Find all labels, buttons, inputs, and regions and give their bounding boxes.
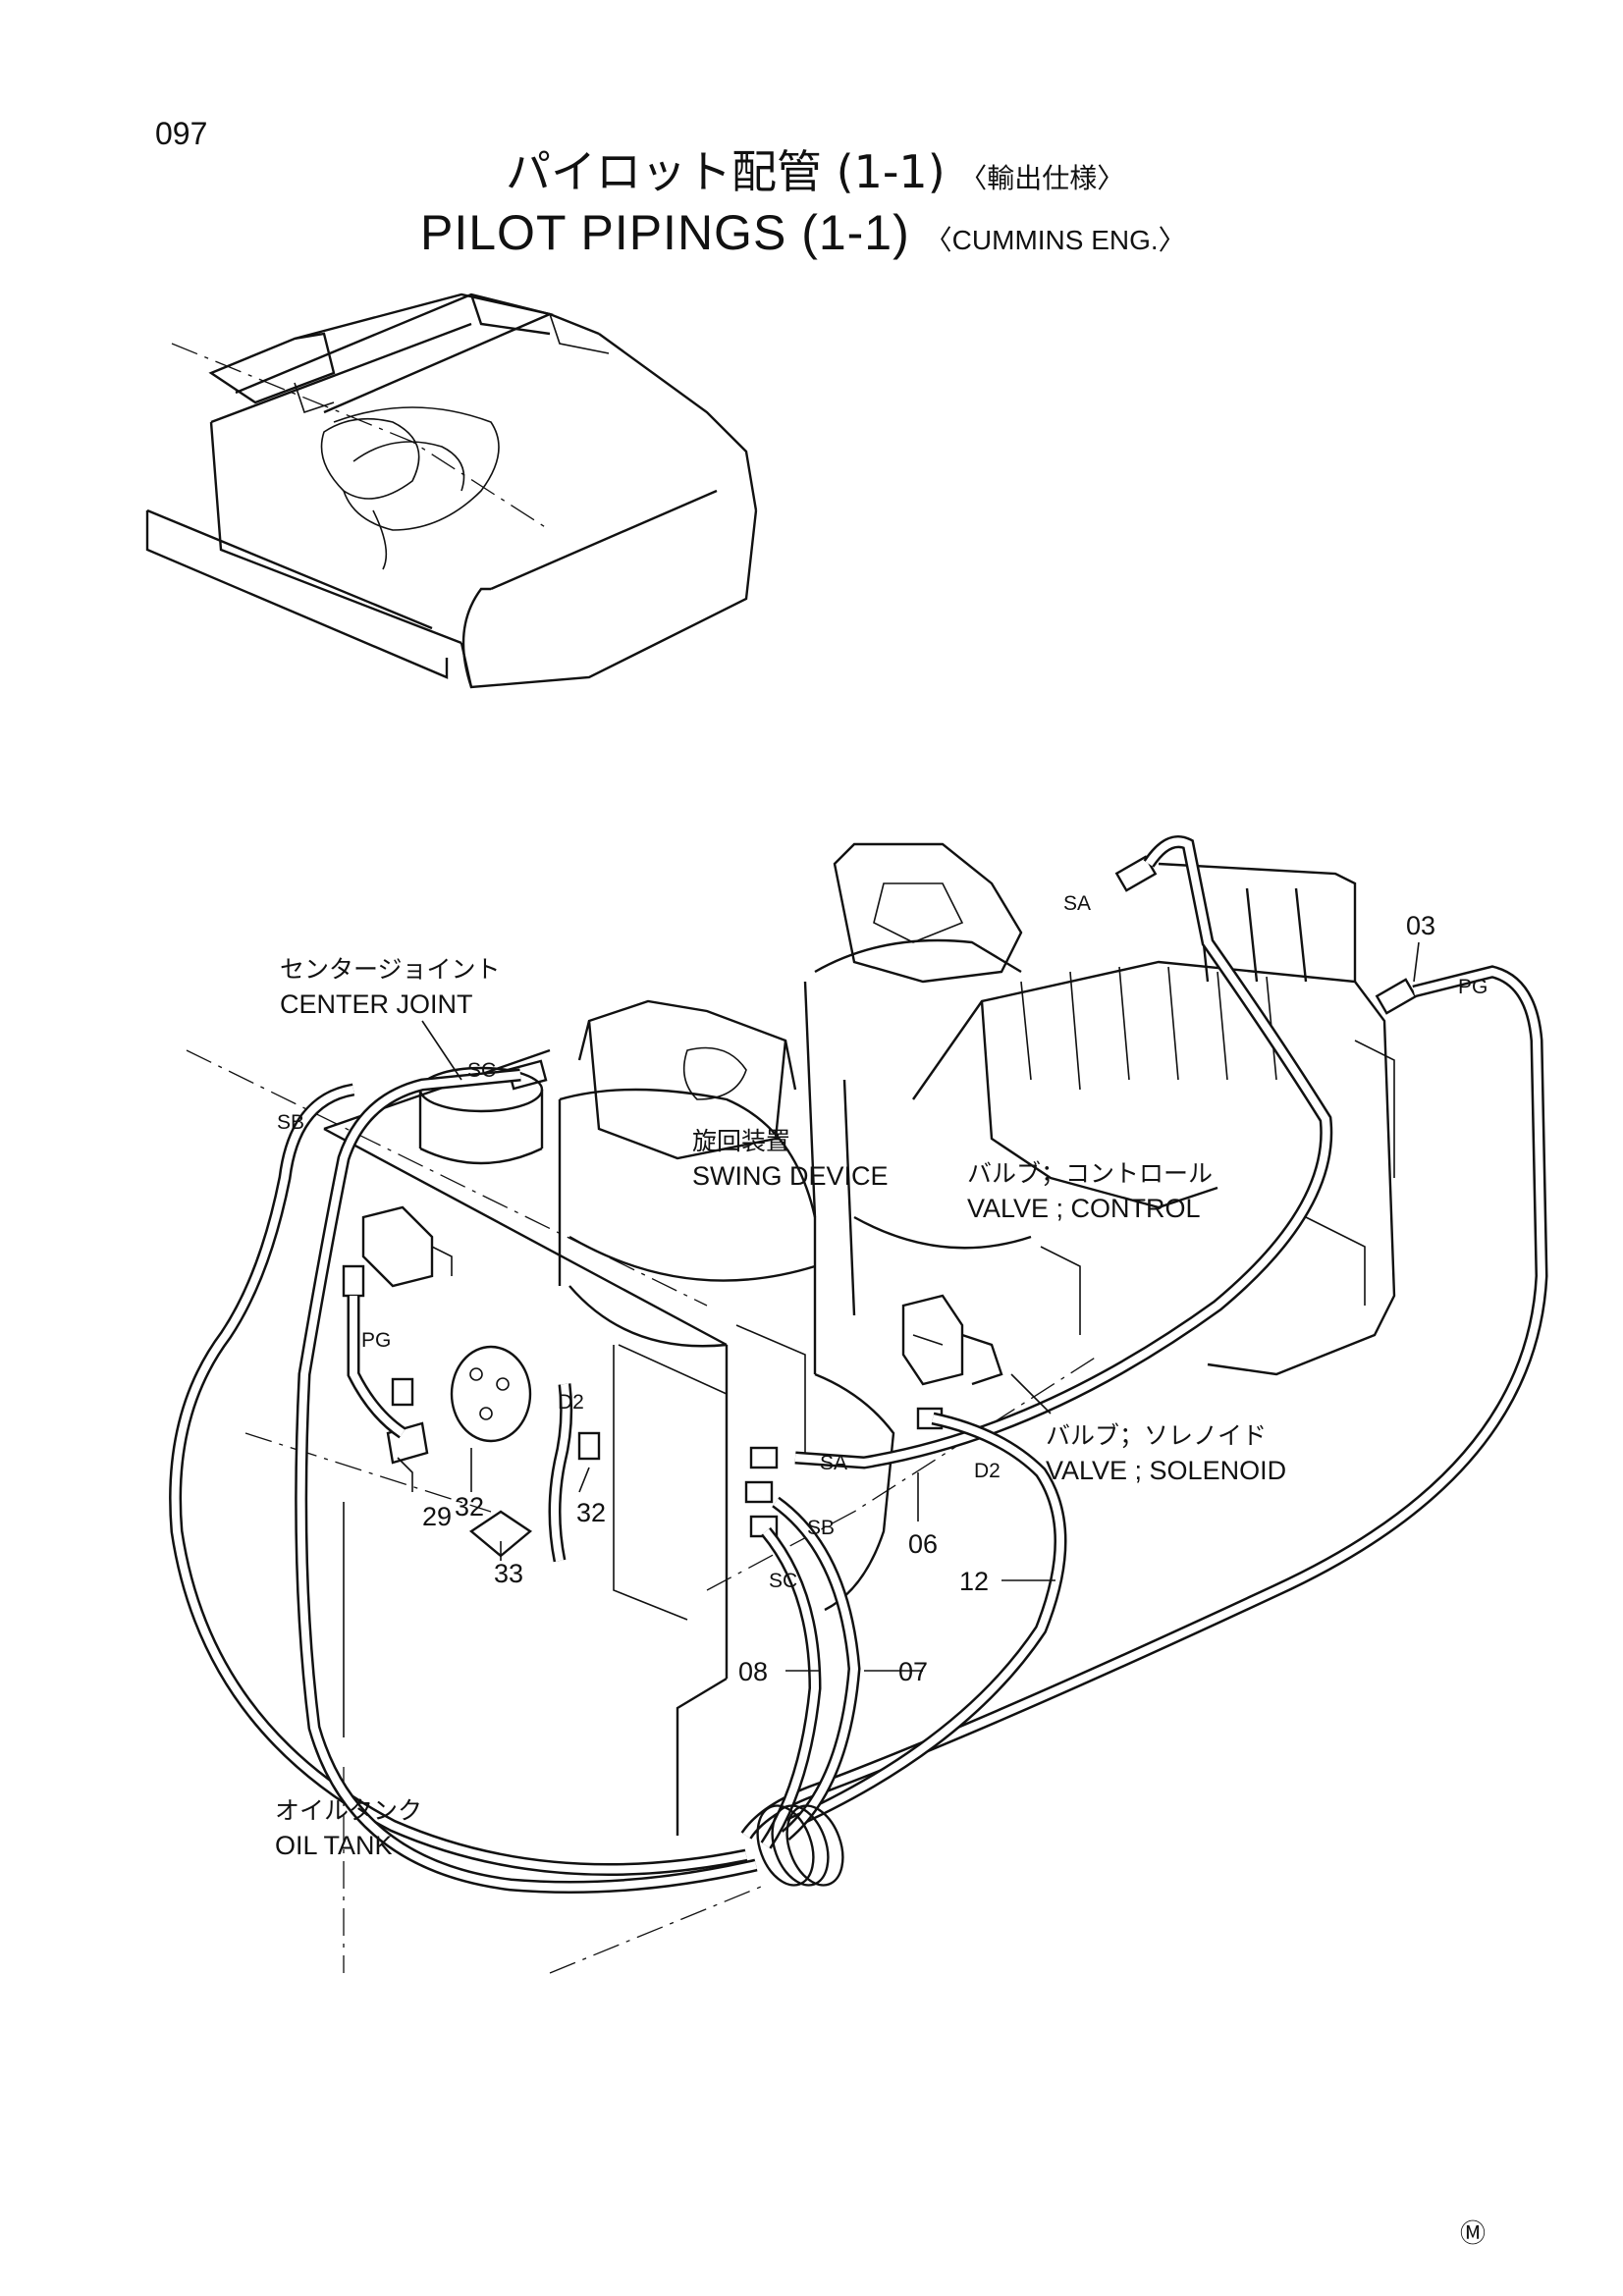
- swing-device-label-jp: 旋回装置: [692, 1127, 791, 1155]
- oil-tank-label-jp: オイルタンク: [275, 1796, 423, 1825]
- part-number-07: 07: [898, 1657, 929, 1686]
- title-jp-sub: 〈輸出仕様〉: [959, 162, 1125, 194]
- control-valve-outline: [912, 862, 1396, 1376]
- port-tag-d2-mid: D2: [974, 1460, 1001, 1482]
- swing-device-outline: [558, 999, 895, 1612]
- port-tag-d2-left: D2: [558, 1391, 584, 1414]
- pump-housing-outline: [803, 842, 1032, 1316]
- solenoid-valve-label-en: VALVE ; SOLENOID: [1046, 1456, 1287, 1485]
- part-number-32-right: 32: [576, 1498, 607, 1527]
- solenoid-valve-outline: [901, 1294, 1003, 1386]
- port-tag-sa-mid: SA: [820, 1452, 848, 1474]
- oil-tank-outline: [323, 1048, 729, 1836]
- port-tag-sb-left: SB: [277, 1111, 305, 1134]
- part-number-33: 33: [494, 1559, 524, 1588]
- part-number-08: 08: [738, 1657, 769, 1686]
- title-en-main: PILOT PIPINGS (1-1): [420, 205, 910, 260]
- part-number-06: 06: [908, 1529, 939, 1559]
- title-en-sub: 〈CUMMINS ENG.〉: [924, 225, 1186, 255]
- machine-overview-inset: [145, 293, 758, 689]
- part-number-29: 29: [422, 1502, 453, 1531]
- center-lines: [186, 1049, 1101, 1974]
- m-mark: Ⓜ: [1459, 2218, 1486, 2248]
- leader-lines: [343, 941, 1420, 1737]
- title-jp-main: パイロット配管 (1-1): [506, 145, 946, 198]
- part-number-12: 12: [959, 1567, 990, 1596]
- page-number: 097: [155, 116, 208, 151]
- oil-tank-label-en: OIL TANK: [275, 1831, 393, 1860]
- port-tag-pg-right: PG: [1458, 976, 1488, 998]
- port-tag-sc-top: SC: [467, 1059, 497, 1082]
- part-number-32-left: 32: [455, 1492, 485, 1522]
- hose-ring: [756, 1804, 844, 1887]
- port-tag-sb-mid: SB: [807, 1517, 836, 1539]
- swing-device-label-en: SWING DEVICE: [692, 1161, 889, 1191]
- port-tag-pg-left: PG: [361, 1329, 392, 1352]
- center-joint-label-jp: センタージョイント: [280, 955, 501, 984]
- center-joint-label-en: CENTER JOINT: [280, 989, 473, 1019]
- control-valve-label-en: VALVE ; CONTROL: [967, 1194, 1201, 1223]
- page-title-en: PILOT PIPINGS (1-1) 〈CUMMINS ENG.〉: [420, 208, 1186, 257]
- page-title-jp: パイロット配管 (1-1) 〈輸出仕様〉: [506, 149, 1124, 194]
- control-valve-label-jp: バルブ；コントロール: [967, 1159, 1214, 1188]
- port-tag-sa-top: SA: [1063, 892, 1092, 915]
- solenoid-valve-label-jp: バルブ；ソレノイド: [1046, 1421, 1268, 1450]
- hoses: [169, 835, 1548, 1894]
- port-tag-sc-mid: SC: [769, 1570, 798, 1592]
- part-number-03: 03: [1406, 911, 1436, 940]
